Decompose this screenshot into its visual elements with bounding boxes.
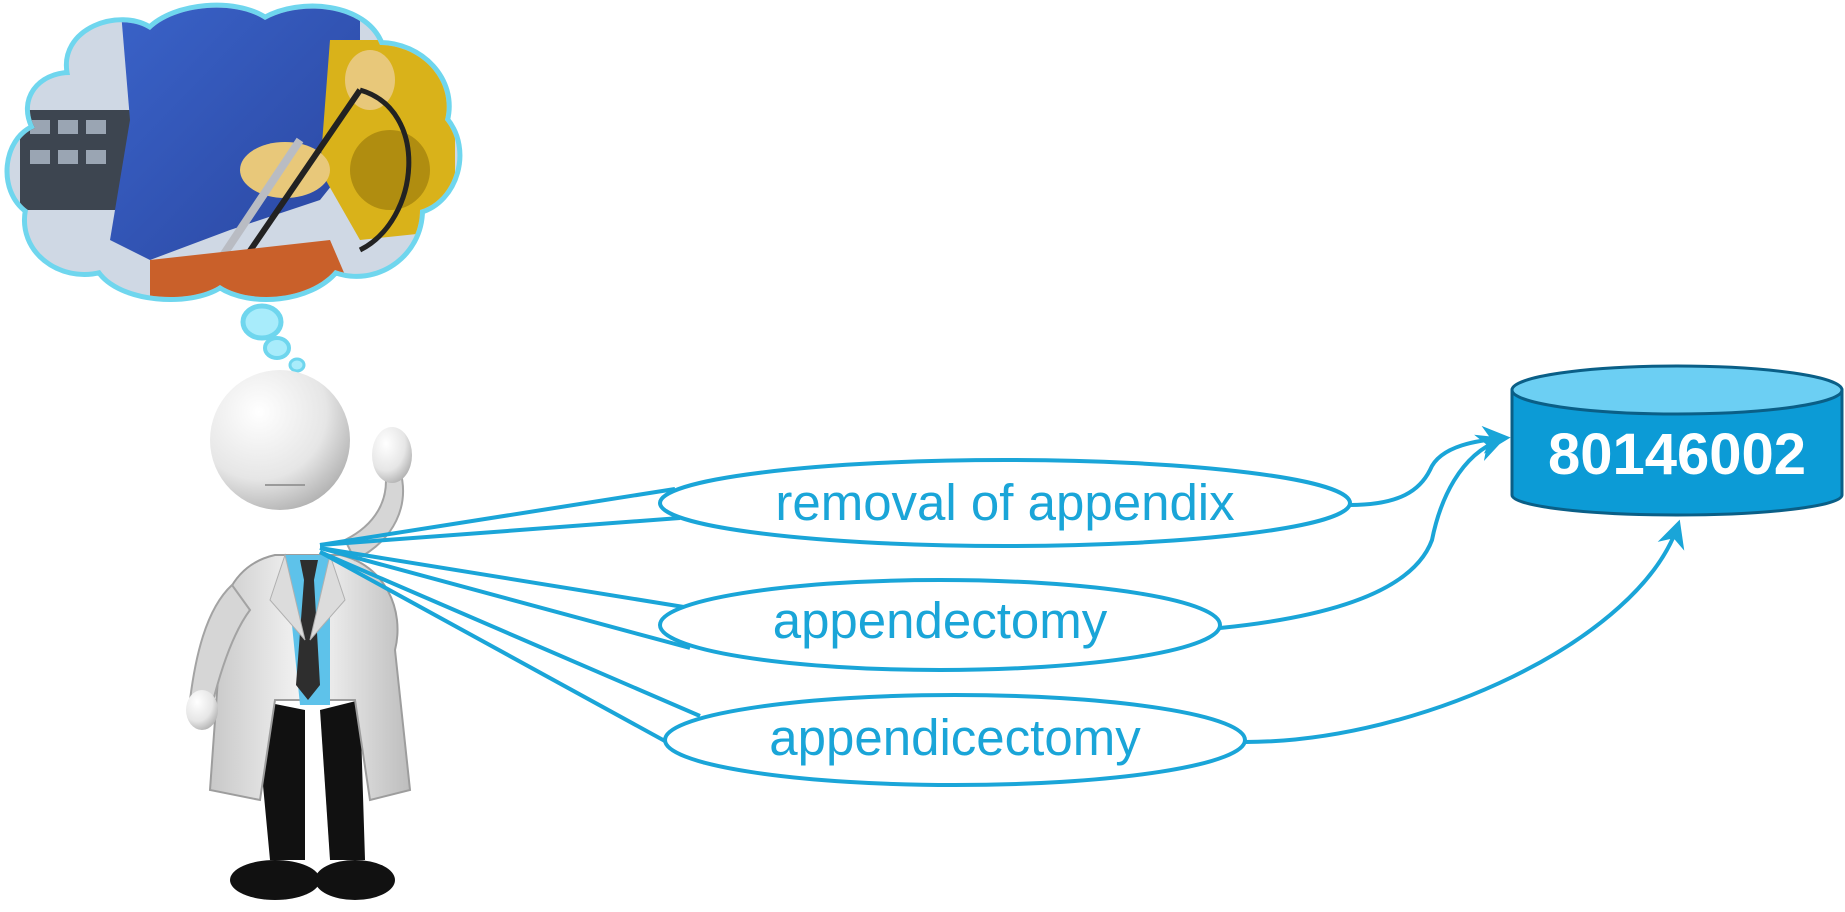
thought-cloud-surgery-icon [4,2,463,302]
term-label: appendicectomy [769,709,1141,766]
term-oval-3: appendicectomy [663,693,1247,787]
doctor-figure-icon [186,370,412,900]
person-to-term-connectors [319,487,706,765]
term-label: appendectomy [773,592,1108,649]
term-label: removal of appendix [775,474,1234,531]
term-oval-1: removal of appendix [658,458,1352,548]
term-to-code-arrows [1219,425,1685,744]
thought-bubbles [240,303,306,373]
database-cylinder-icon: 80146002 [1510,364,1844,517]
term-oval-2: appendectomy [658,578,1222,672]
concept-code: 80146002 [1548,422,1806,487]
